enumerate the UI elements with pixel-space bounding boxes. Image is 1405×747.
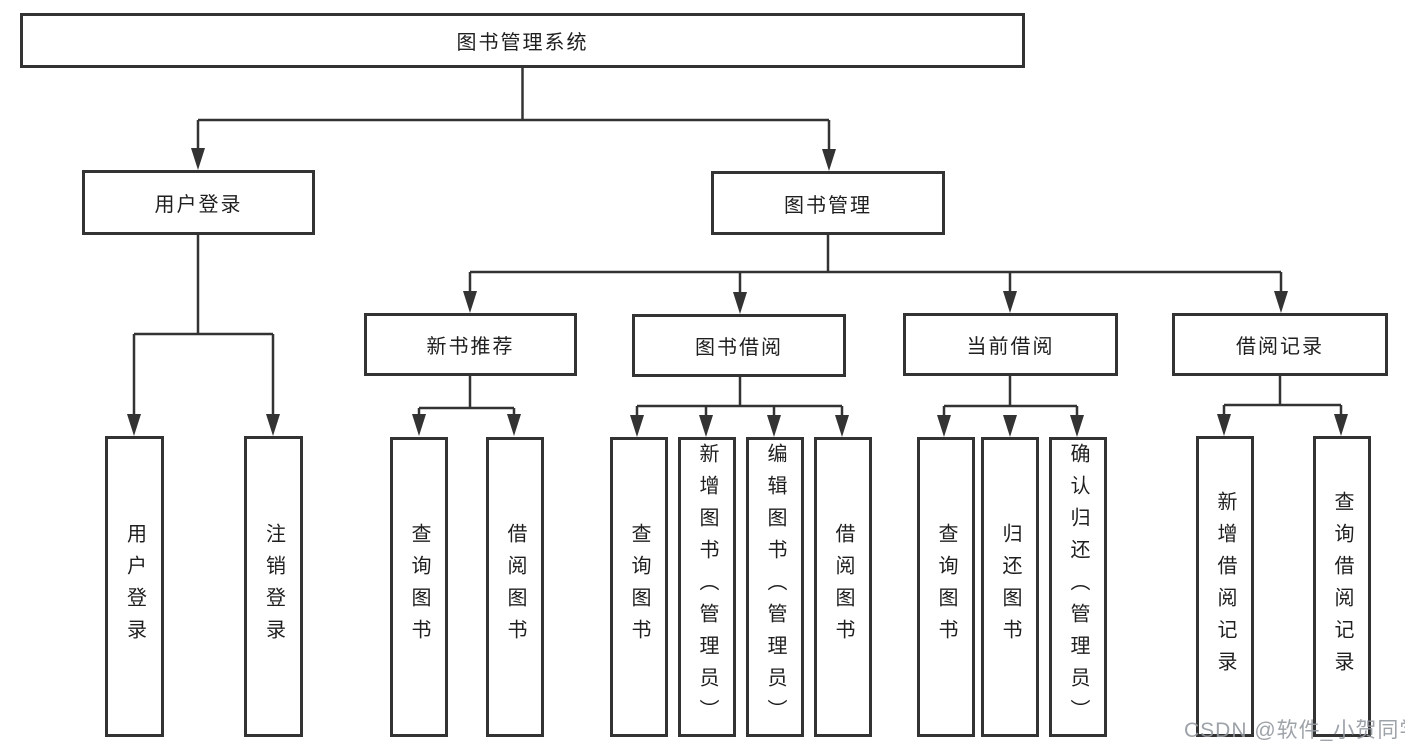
leaf-logout: 注销登录 <box>244 436 303 737</box>
node-borrowing-records: 借阅记录 <box>1172 313 1388 376</box>
leaf-confirm-return-admin: 确认归还（管理员） <box>1049 437 1107 737</box>
node-root: 图书管理系统 <box>20 13 1025 68</box>
node-current-borrowing: 当前借阅 <box>903 313 1118 376</box>
leaf-query-books-recommend: 查询图书 <box>390 437 448 737</box>
leaf-query-books-recommend-label: 查询图书 <box>408 523 430 651</box>
leaf-query-borrow-record: 查询借阅记录 <box>1313 436 1371 737</box>
leaf-edit-book-admin: 编辑图书（管理员） <box>746 437 804 737</box>
leaf-borrow-books-borrowing-label: 借阅图书 <box>832 523 854 651</box>
leaf-confirm-return-admin-label: 确认归还（管理员） <box>1067 443 1089 731</box>
leaf-borrow-books-recommend-label: 借阅图书 <box>504 523 526 651</box>
node-book-borrowing: 图书借阅 <box>632 314 846 377</box>
node-book-borrowing-label: 图书借阅 <box>695 337 783 359</box>
leaf-logout-label: 注销登录 <box>262 522 285 651</box>
node-new-book-recommend: 新书推荐 <box>364 313 577 376</box>
leaf-borrow-books-recommend: 借阅图书 <box>486 437 544 737</box>
leaf-borrow-books-borrowing: 借阅图书 <box>814 437 872 737</box>
node-current-borrowing-label: 当前借阅 <box>966 336 1055 358</box>
leaf-query-books-borrowing: 查询图书 <box>610 437 668 737</box>
node-user-login: 用户登录 <box>82 170 315 235</box>
node-book-management-label: 图书管理 <box>784 194 872 217</box>
leaf-edit-book-admin-label: 编辑图书（管理员） <box>764 443 786 731</box>
leaf-add-borrow-record-label: 新增借阅记录 <box>1214 490 1236 683</box>
node-book-management: 图书管理 <box>711 171 945 235</box>
node-borrowing-records-label: 借阅记录 <box>1236 336 1324 358</box>
leaf-query-books-current: 查询图书 <box>917 437 975 737</box>
leaf-user-login-label: 用户登录 <box>123 522 146 651</box>
leaf-query-books-current-label: 查询图书 <box>935 523 957 651</box>
leaf-return-book-label: 归还图书 <box>999 523 1021 651</box>
leaf-user-login: 用户登录 <box>105 436 164 737</box>
csdn-watermark: CSDN @软件_小贺同学 <box>1184 719 1405 742</box>
leaf-add-borrow-record: 新增借阅记录 <box>1196 436 1254 737</box>
leaf-query-books-borrowing-label: 查询图书 <box>628 523 650 651</box>
leaf-return-book: 归还图书 <box>981 437 1039 737</box>
node-user-login-label: 用户登录 <box>154 194 243 216</box>
leaf-query-borrow-record-label: 查询借阅记录 <box>1331 490 1353 683</box>
leaf-add-book-admin: 新增图书（管理员） <box>678 437 736 737</box>
leaf-add-book-admin-label: 新增图书（管理员） <box>696 443 718 731</box>
arrowheads <box>127 148 1348 437</box>
node-new-book-recommend-label: 新书推荐 <box>426 336 515 358</box>
node-root-label: 图书管理系统 <box>456 32 589 54</box>
